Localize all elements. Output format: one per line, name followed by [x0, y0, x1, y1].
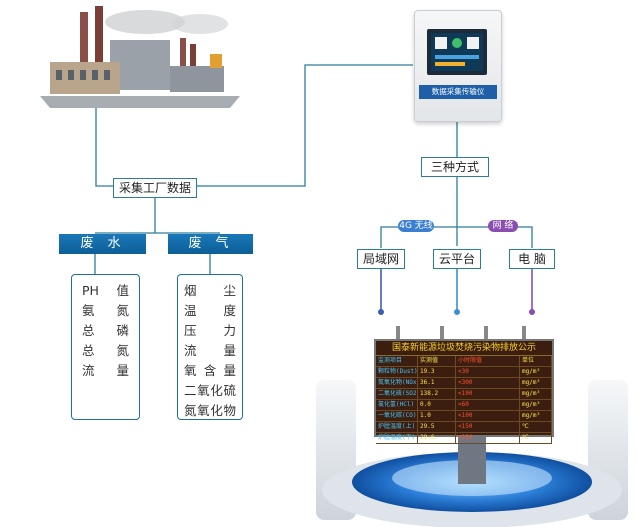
board-row: 炉膛温度(下)29.6<150℃: [376, 433, 552, 444]
board-cell: 单位: [520, 356, 552, 366]
cloud-label: 云平台: [433, 249, 481, 269]
board-cell: 29.5: [418, 422, 456, 432]
board-cell: <150: [456, 422, 520, 432]
network-badge: 网 络: [488, 220, 518, 232]
gas-items-list: 烟 尘 温 度 压 力 流 量 氧 含 量 二氧化硫 氮氧化物: [177, 274, 243, 420]
board-cell: mg/m³: [520, 367, 552, 377]
three-ways-label: 三种方式: [421, 157, 489, 177]
board-cell: 0.0: [418, 400, 456, 410]
board-cell: 炉膛温度(下): [376, 433, 418, 443]
device-label: 数据采集传输仪: [419, 85, 497, 99]
pc-endpoint: [529, 309, 535, 315]
emission-display-board: 国泰新能源垃圾焚烧污染物排放公示 监测项目实测值小时限值单位颗粒物(Dust)1…: [374, 339, 554, 444]
board-cell: ℃: [520, 422, 552, 432]
board-cell: <100: [456, 411, 520, 421]
water-items-list: PH 值 氨 氮 总 磷 总 氮 流 量: [71, 274, 140, 420]
board-title: 国泰新能源垃圾焚烧污染物排放公示: [376, 341, 552, 356]
board-cell: 监测项目: [376, 356, 418, 366]
factory-to-device-line: [95, 64, 413, 187]
board-cell: <30: [456, 367, 520, 377]
list-item: 二氧化硫: [184, 383, 236, 398]
pc-label: 电 脑: [509, 249, 555, 269]
list-item: 温 度: [184, 303, 236, 318]
device-screen: [427, 29, 487, 75]
board-cell: 氮氧化物(NOx): [378, 378, 418, 388]
water-category: 废水: [59, 234, 146, 254]
device-screen-chart-icon: [431, 33, 483, 71]
factory-icon: [40, 6, 240, 108]
board-antenna: [396, 326, 400, 340]
board-row: 监测项目实测值小时限值单位: [376, 356, 552, 367]
list-item: 总 磷: [82, 323, 129, 338]
board-cell: ℃: [520, 433, 552, 443]
list-item: PH 值: [82, 283, 129, 298]
board-cell: 138.2: [418, 389, 456, 399]
list-item: 流 量: [184, 343, 236, 358]
4g-badge: 4G 无线: [398, 220, 434, 232]
board-cell: <150: [456, 433, 520, 443]
board-cell: 炉膛温度(上): [376, 422, 418, 432]
board-antenna: [440, 326, 444, 340]
cloud-endpoint: [454, 309, 460, 315]
board-cell: 一氧化碳(CO): [378, 411, 418, 421]
board-cell: <100: [456, 389, 520, 399]
collect-label: 采集工厂数据: [113, 178, 197, 198]
board-cell: 1.0: [418, 411, 456, 421]
board-cell: mg/m³: [520, 378, 552, 388]
board-cell: <300: [456, 378, 520, 388]
board-antenna: [484, 326, 488, 340]
board-cell: mg/m³: [520, 389, 552, 399]
list-item: 流 量: [82, 363, 129, 378]
board-cell: 颗粒物(Dust): [378, 367, 418, 377]
branch-bar-line: [380, 226, 533, 248]
list-item: 氨 氮: [82, 303, 129, 318]
board-cell: <60: [456, 400, 520, 410]
list-item: 烟 尘: [184, 283, 236, 298]
data-device: 数据采集传输仪: [414, 10, 502, 122]
board-cell: 氯化氢(HCl): [376, 400, 418, 410]
board-row: 炉膛温度(上)29.5<150℃: [376, 422, 552, 433]
lan-label: 局域网: [357, 249, 405, 269]
list-item: 氧 含 量: [184, 363, 236, 378]
board-cell: 小时限值: [456, 356, 520, 366]
list-item: 压 力: [184, 323, 236, 338]
board-cell: 二氧化硫(SO2): [378, 389, 418, 399]
board-cell: 29.6: [418, 433, 456, 443]
board-cell: mg/m³: [520, 411, 552, 421]
gas-category: 废气: [168, 234, 253, 254]
list-item: 氮氧化物: [184, 403, 236, 418]
board-cell: 实测值: [418, 356, 456, 366]
board-cell: 36.1: [418, 378, 456, 388]
board-cell: mg/m³: [520, 400, 552, 410]
display-stand-graphic: [316, 380, 628, 527]
lan-endpoint: [378, 309, 384, 315]
list-item: 总 氮: [82, 343, 129, 358]
board-antenna: [522, 326, 526, 340]
board-cell: 19.3: [418, 367, 456, 377]
